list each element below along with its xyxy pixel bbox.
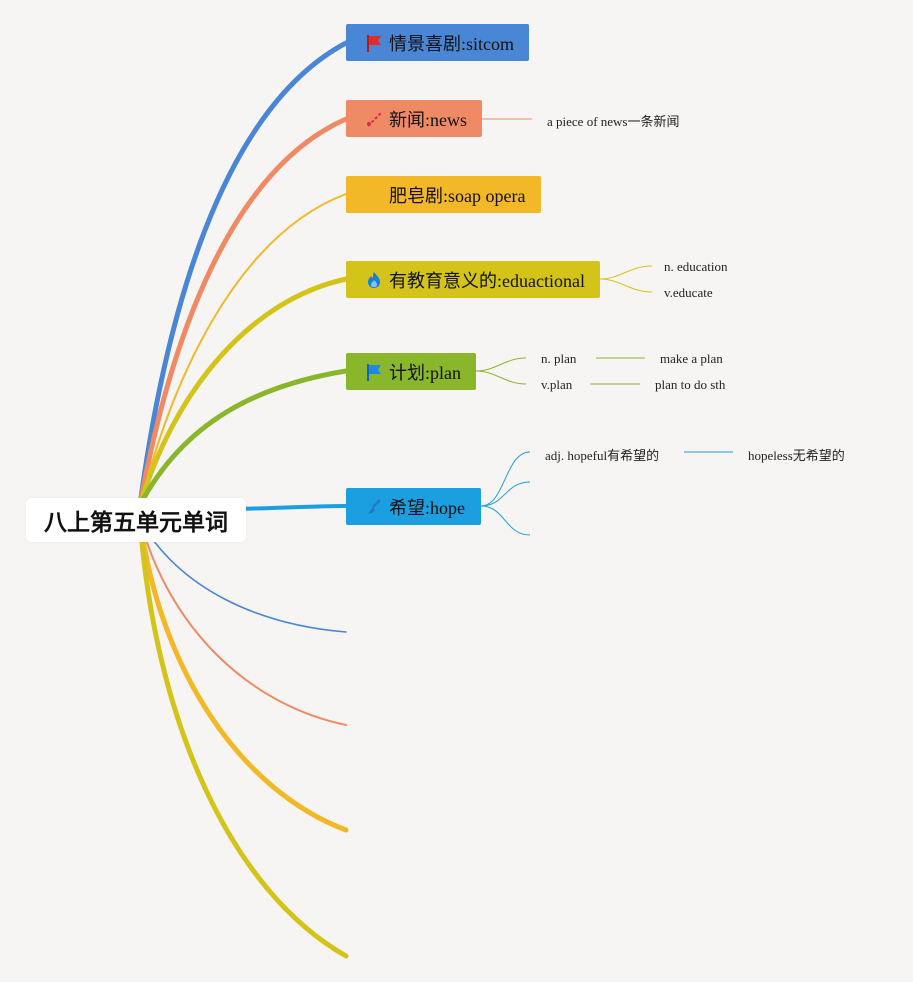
topic-sitcom-label: 情景喜剧:sitcom (389, 33, 514, 54)
subtopic-plan-verb[interactable]: v.plan (541, 377, 573, 392)
topic-hope-label: 希望:hope (389, 497, 465, 518)
root-topic[interactable]: 八上第五单元单词 (26, 498, 246, 542)
branch-soap-opera (139, 193, 347, 506)
connector-plan-1 (475, 357, 527, 372)
topic-soap-opera-label: 肥皂剧:soap opera (389, 185, 526, 206)
branch-educational (137, 276, 349, 508)
branch-empty-1 (139, 519, 347, 633)
branch-sitcom (137, 40, 349, 508)
topic-plan-label: 计划:plan (389, 362, 461, 383)
subtopic-hopeful[interactable]: adj. hopeful有希望的 (545, 448, 660, 463)
subtopic-hopeless[interactable]: hopeless无希望的 (748, 448, 845, 463)
empty-icon-slot (363, 184, 385, 206)
topic-educational[interactable]: 有教育意义的:eduactional (346, 261, 600, 298)
topic-news[interactable]: 新闻:news (346, 100, 482, 137)
red-flag-icon (363, 32, 385, 54)
connector-hope-2 (480, 481, 531, 507)
fire-icon (363, 269, 385, 291)
topic-plan[interactable]: 计划:plan (346, 353, 476, 390)
connector-hope-3 (480, 505, 531, 536)
subtopic-plan-to-do[interactable]: plan to do sth (655, 377, 726, 392)
branch-hope (234, 504, 348, 511)
subtopic-plan-noun[interactable]: n. plan (541, 351, 577, 366)
topic-sitcom[interactable]: 情景喜剧:sitcom (346, 24, 529, 61)
connector-plan-2 (475, 370, 527, 385)
branch-empty-3 (137, 517, 349, 833)
connector-edu-1 (599, 265, 653, 280)
connector-hope-1 (480, 451, 531, 507)
subtopic-education-noun[interactable]: n. education (664, 259, 728, 274)
topic-hope[interactable]: 希望:hope (346, 488, 481, 525)
topic-news-label: 新闻:news (389, 109, 467, 130)
subtopic-education-verb[interactable]: v.educate (664, 285, 713, 300)
branch-plan (137, 368, 349, 508)
branch-news (137, 116, 349, 508)
blue-flag-icon (363, 361, 385, 383)
topic-soap-opera[interactable]: 肥皂剧:soap opera (346, 176, 541, 213)
topic-educational-label: 有教育意义的:eduactional (389, 270, 585, 291)
subtopic-make-a-plan[interactable]: make a plan (660, 351, 723, 366)
connector-edu-2 (599, 278, 653, 293)
root-topic-label: 八上第五单元单词 (44, 510, 228, 536)
broom-icon (363, 496, 385, 518)
needle-icon (363, 108, 385, 130)
subtopic-news-1[interactable]: a piece of news一条新闻 (547, 114, 680, 129)
branch-empty-4 (137, 517, 349, 959)
branch-empty-2 (139, 519, 347, 726)
